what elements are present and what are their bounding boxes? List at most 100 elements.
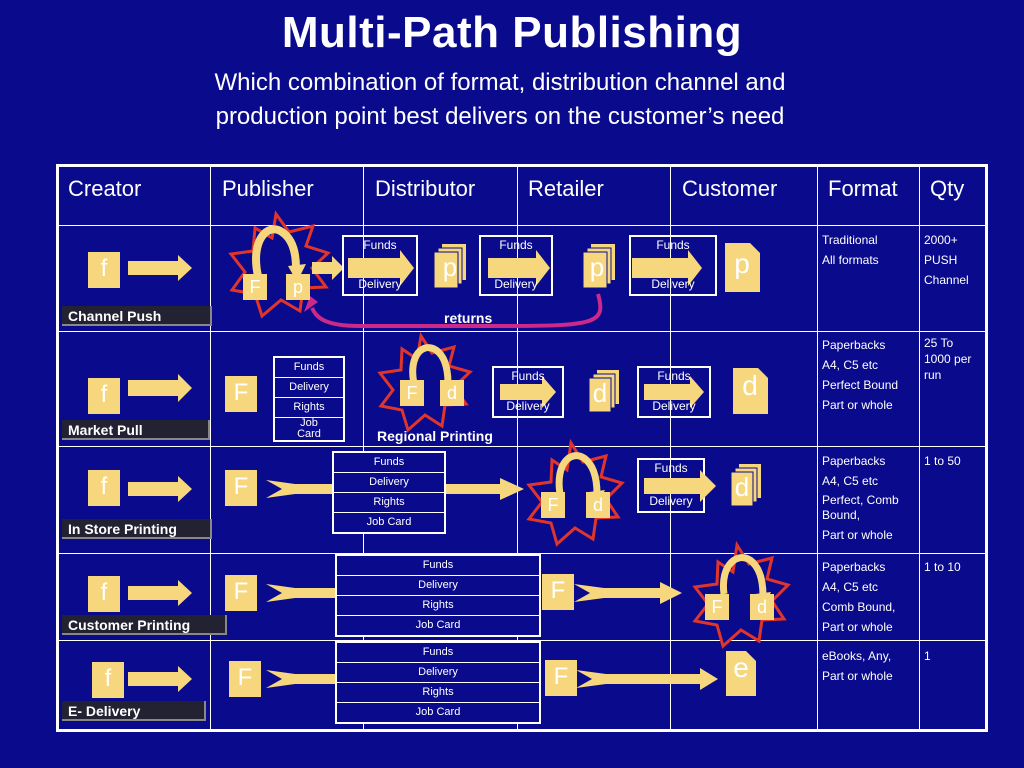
retailer-arrow-market-pull [500, 376, 556, 408]
distributor-print-icon: d [440, 380, 464, 406]
print-file-icon: p [286, 274, 310, 300]
creator-file-icon: f [88, 378, 120, 414]
format-note-in-store-printing: Paperbacks A4, C5 etc Perfect, Comb Boun… [822, 454, 899, 542]
creator-to-publisher-arrow-channel-push [128, 255, 192, 281]
document-icon [726, 651, 756, 696]
qty-note-in-store-printing: 1 to 50 [924, 454, 961, 468]
distributor-file-icon: F [400, 380, 424, 406]
divider [670, 164, 671, 732]
row-label-market-pull: Market Pull [62, 420, 210, 440]
publishing-matrix [56, 164, 988, 732]
delivery-label: Delivery [649, 494, 693, 508]
qty-note-customer-printing: 1 to 10 [924, 560, 961, 574]
delivery-label: Delivery [652, 399, 696, 413]
retailer-funds-delivery-box [492, 366, 564, 418]
creator-to-publisher-arrow-customer-printing [128, 580, 192, 606]
retailer-file-icon: F [542, 574, 574, 610]
delivery-label: Delivery [494, 277, 538, 291]
customer-starburst [692, 540, 791, 649]
digital-print-glyph: d [592, 378, 608, 408]
retailer-flow-labels: Funds Delivery [493, 367, 563, 417]
customer-print-icon: d [750, 594, 774, 620]
customer-arrow-in-store [644, 470, 716, 502]
creator-file-icon: f [92, 662, 124, 698]
row-label-e-delivery: E- Delivery [62, 701, 206, 721]
funds-label: Funds [499, 238, 533, 252]
creator-file-icon: f [88, 252, 120, 288]
returns-curve-arrow [304, 293, 603, 328]
publisher-rights-table: Funds Delivery Rights Job Card [335, 641, 541, 724]
digital-print-glyph: d [742, 370, 758, 401]
distributor-arrow-channel-push [348, 250, 414, 286]
retailer-to-customer-arrow-customer-printing [574, 582, 682, 604]
column-header-format: Format [828, 176, 898, 201]
returns-label: returns [444, 310, 493, 326]
divider [919, 164, 920, 732]
publisher-to-distributor-arrow-channel-push [312, 256, 344, 280]
retailer-flow-labels: Funds Delivery [480, 236, 552, 295]
publisher-file-icon: F [225, 575, 257, 611]
delivery-label: Delivery [651, 277, 695, 291]
book-stack-icon [582, 244, 615, 289]
retailer-print-icon: d [586, 492, 610, 518]
publisher-file-icon: F [225, 470, 257, 506]
creator-to-publisher-arrow-in-store [128, 476, 192, 502]
funds-label: Funds [654, 461, 688, 475]
print-glyph: p [734, 248, 750, 279]
retailer-arrow-channel-push [488, 250, 550, 286]
customer-flow-labels: Funds Delivery [638, 459, 704, 512]
retailer-file-icon: F [541, 492, 565, 518]
row-label-customer-printing: Customer Printing [62, 615, 227, 635]
funds-label: Funds [656, 238, 690, 252]
customer-funds-delivery-box [629, 235, 717, 296]
subtitle-line-2: production point best delivers on the cu… [215, 103, 785, 130]
divider [56, 640, 988, 641]
print-glyph: p [589, 252, 605, 282]
creator-file-icon: f [88, 576, 120, 612]
distributor-funds-delivery-box [342, 235, 418, 296]
book-stack-icon [730, 464, 761, 507]
divider [817, 164, 818, 732]
document-icon [733, 368, 768, 414]
publisher-file-icon: F [243, 274, 267, 300]
book-stack-icon [588, 370, 619, 413]
column-header-publisher: Publisher [222, 176, 314, 201]
column-header-retailer: Retailer [528, 176, 604, 201]
divider [517, 164, 518, 732]
customer-arrow-market-pull [644, 376, 704, 408]
divider [56, 446, 988, 447]
retailer-starburst-in-store [526, 438, 625, 547]
funds-label: Funds [657, 369, 691, 383]
divider [210, 164, 211, 732]
publisher-file-icon: F [229, 661, 261, 697]
publisher-curve-arrow-channel-push [252, 225, 306, 282]
distributor-flow-labels: Funds Delivery [343, 236, 417, 295]
delivery-label: Delivery [506, 399, 550, 413]
customer-arrow-channel-push [632, 250, 702, 286]
format-note-e-delivery: eBooks, Any,Part or whole [822, 649, 893, 683]
digital-print-glyph: d [734, 472, 750, 502]
regional-printing-label: Regional Printing [377, 428, 493, 444]
customer-flow-labels: Funds Delivery [638, 367, 710, 417]
funds-label: Funds [511, 369, 545, 383]
print-glyph: p [442, 252, 458, 282]
publisher-rights-table: Funds Delivery Rights Job Card [332, 451, 446, 534]
qty-note-e-delivery: 1 [924, 649, 931, 663]
divider [363, 164, 364, 732]
book-stack-icon [433, 244, 466, 289]
ebook-glyph: e [733, 652, 749, 683]
publisher-file-icon: F [225, 376, 257, 412]
divider [56, 225, 988, 226]
retailer-to-customer-arrow-e-delivery [576, 668, 718, 690]
publisher-rights-table: Funds Delivery Rights Job Card [335, 554, 541, 637]
row-label-in-store-printing: In Store Printing [62, 519, 212, 539]
customer-flow-labels: Funds Delivery [630, 236, 716, 295]
creator-to-publisher-arrow-market-pull [128, 374, 192, 402]
